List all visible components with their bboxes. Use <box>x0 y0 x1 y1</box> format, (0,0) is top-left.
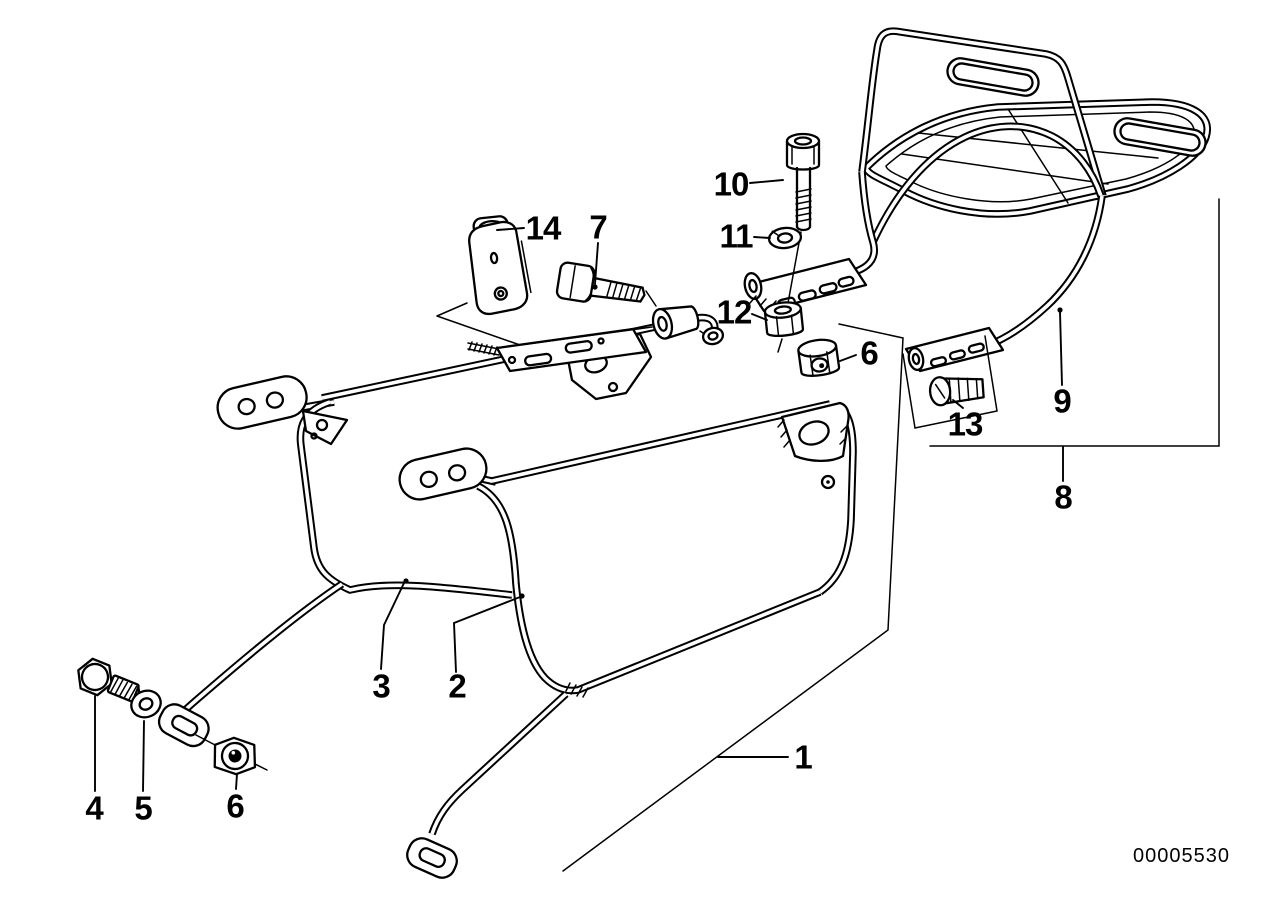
luggage-rack <box>743 27 1212 373</box>
hardware <box>77 132 985 776</box>
axis-line-10-11-12 <box>777 231 802 353</box>
spacer-collar <box>651 305 700 340</box>
bracket-item-1 <box>562 323 904 872</box>
bracket-plate-14 <box>468 215 532 316</box>
rack-mounting-plate-right <box>904 326 1005 373</box>
hex-nut-6-right <box>797 338 841 377</box>
leader-9 <box>1059 311 1063 386</box>
platform-slot-right <box>1113 117 1207 157</box>
washer-5 <box>130 689 162 719</box>
small-washer <box>701 326 725 346</box>
hex-nut-6-left <box>213 736 257 776</box>
callout-6: 6 <box>860 334 878 372</box>
callout-13: 13 <box>947 405 984 443</box>
ghost-plane-13 <box>902 335 998 429</box>
leader-2 <box>453 596 521 673</box>
callout-5: 5 <box>134 789 152 827</box>
callout-7: 7 <box>589 208 607 246</box>
ghost-plane-14 <box>436 302 653 346</box>
platform-inner-edge <box>885 111 1195 203</box>
gusset-right <box>777 401 850 490</box>
callout-6: 6 <box>226 787 244 825</box>
callout-8: 8 <box>1054 478 1072 516</box>
callout-9: 9 <box>1053 382 1071 420</box>
callout-2: 2 <box>448 667 466 705</box>
callout-10: 10 <box>713 165 750 203</box>
leader-5 <box>142 720 145 792</box>
mounting-lug-left <box>216 375 308 430</box>
callout-14: 14 <box>525 209 562 247</box>
rack-mounting-plate-left <box>743 257 868 313</box>
callout-11: 11 <box>719 217 754 255</box>
assembly-bracket-lines <box>195 198 1220 872</box>
slotted-screw-13 <box>928 376 985 407</box>
hex-bolt-4 <box>77 657 141 703</box>
callout-12: 12 <box>716 293 753 331</box>
callout-3: 3 <box>372 667 390 705</box>
leader-10 <box>749 179 784 184</box>
platform-slot-left <box>946 57 1040 97</box>
leader-7 <box>594 242 599 285</box>
flat-end-rear <box>157 703 210 748</box>
image-number: 00005530 <box>1133 845 1230 867</box>
leader-6-right <box>839 354 857 362</box>
nut-12 <box>763 301 805 337</box>
callout-4: 4 <box>85 789 103 827</box>
callout-1: 1 <box>794 738 812 776</box>
case-holder-frame <box>157 313 857 879</box>
leader-lines <box>94 179 1064 792</box>
washer-11 <box>767 226 803 250</box>
leader-6-left <box>235 773 238 790</box>
bracket-item-8 <box>929 198 1220 447</box>
crossbar-plate <box>467 327 648 373</box>
socket-bolt-10 <box>785 132 821 232</box>
leader-11 <box>753 236 771 239</box>
leader-12 <box>751 313 768 321</box>
bolt-7 <box>555 261 646 303</box>
leader-13 <box>952 399 964 409</box>
mounting-lug-middle <box>398 447 488 501</box>
flat-end-front <box>406 837 458 879</box>
leader-3 <box>380 582 405 670</box>
gusset-left-small <box>301 409 349 446</box>
leader-14 <box>496 227 525 231</box>
